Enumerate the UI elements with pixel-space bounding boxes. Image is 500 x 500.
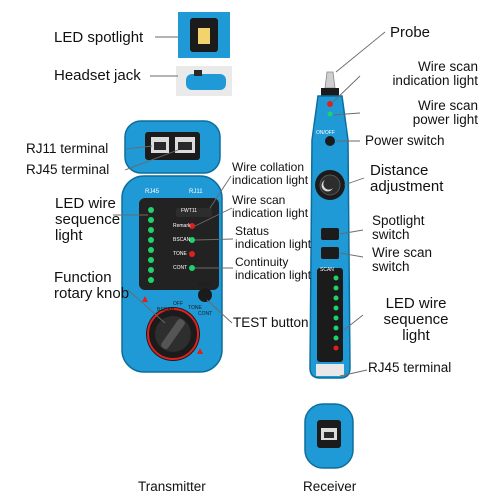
transmitter-test-print: TEST bbox=[198, 282, 211, 288]
receiver-body bbox=[309, 95, 351, 379]
callout-line: Wire scan bbox=[417, 98, 478, 113]
callout-line: indication light bbox=[392, 73, 478, 89]
callout-led-wire-sequence-light-right: LED wire sequence light bbox=[366, 296, 466, 343]
callout-line: rotary knob bbox=[54, 284, 130, 302]
test-button-graphic bbox=[198, 288, 212, 302]
knob-bscan-print: BSCAN bbox=[157, 307, 175, 313]
callout-line: Status bbox=[235, 224, 270, 238]
callout-wire-scan-indication-light-left: Wire scan indication light bbox=[232, 194, 308, 219]
callout-power-switch: Power switch bbox=[365, 133, 445, 148]
led-spotlight-inset bbox=[178, 12, 230, 58]
callout-line: indication light bbox=[232, 172, 309, 187]
callout-line: Continuity bbox=[235, 255, 289, 269]
knob-off-print: OFF bbox=[173, 301, 183, 307]
callout-rj45-terminal-right: RJ45 terminal bbox=[368, 360, 452, 375]
callout-line: Wire scan bbox=[417, 59, 478, 74]
callout-headset-jack: Headset jack bbox=[54, 67, 141, 84]
callout-spotlight-switch: Spotlight switch bbox=[372, 213, 425, 243]
callout-line: light bbox=[55, 226, 83, 244]
callout-line: indication light bbox=[235, 236, 312, 251]
callout-line: Wire scan bbox=[232, 193, 286, 207]
callout-line: LED wire bbox=[55, 195, 116, 212]
knob-cont-print: CONT bbox=[198, 311, 213, 317]
receiver-led-column bbox=[333, 275, 339, 351]
callout-line: sequence bbox=[383, 310, 449, 328]
receiver-scan-print: SCAN bbox=[320, 267, 334, 273]
callout-line: Wire collation bbox=[232, 160, 305, 174]
callout-function-rotary-knob: Function rotary knob bbox=[54, 270, 129, 302]
callout-wire-collation-indication-light: Wire collation indication light bbox=[232, 161, 308, 186]
caption-receiver: Receiver bbox=[303, 479, 357, 494]
callout-wire-scan-power-light: Wire scan power light bbox=[360, 98, 478, 128]
callout-status-indication-light: Status indication light bbox=[235, 225, 311, 250]
callout-line: indication light bbox=[232, 205, 309, 220]
callout-rj45-terminal-left: RJ45 terminal bbox=[26, 162, 110, 177]
transmitter-rj45-print: RJ45 bbox=[145, 189, 160, 195]
callout-probe: Probe bbox=[390, 24, 431, 41]
callout-line: sequence bbox=[55, 210, 121, 228]
transmitter-led-column bbox=[148, 207, 154, 283]
callout-line: light bbox=[402, 326, 430, 344]
receiver-bottom-view bbox=[304, 403, 354, 469]
headset-jack-inset bbox=[176, 66, 232, 96]
callout-line: Wire scan bbox=[372, 245, 433, 260]
callout-line: Distance bbox=[370, 162, 429, 179]
transmitter-model-print: FWT11 bbox=[181, 208, 198, 214]
callout-distance-adjustment: Distance adjustment bbox=[370, 163, 443, 195]
transmitter-remark-print: Remark bbox=[173, 223, 191, 229]
callout-continuity-indication-light: Continuity indication light bbox=[235, 256, 311, 281]
callout-rj11-terminal: RJ11 terminal bbox=[26, 141, 109, 156]
caption-transmitter: Transmitter bbox=[138, 479, 206, 494]
callout-line: indication light bbox=[235, 267, 312, 282]
callout-line: Spotlight bbox=[372, 213, 425, 228]
transmitter-bscan-print: BSCAN bbox=[173, 237, 191, 243]
callout-led-wire-sequence-light-left: LED wire sequence light bbox=[55, 196, 120, 243]
receiver-on-off-print: ON/OFF bbox=[316, 130, 335, 136]
callout-line: switch bbox=[372, 227, 410, 243]
callout-line: power light bbox=[412, 112, 478, 128]
knob-tone-print: TONE bbox=[188, 305, 202, 311]
transmitter-tone-print: TONE bbox=[173, 251, 187, 257]
callout-line: switch bbox=[372, 259, 410, 275]
callout-wire-scan-switch: Wire scan switch bbox=[372, 245, 433, 275]
transmitter-rj11-print: RJ11 bbox=[189, 189, 203, 195]
callout-line: adjustment bbox=[370, 177, 444, 195]
callout-led-spotlight: LED spotlight bbox=[54, 29, 144, 46]
callout-test-button: TEST button bbox=[233, 315, 309, 330]
callout-wire-scan-indication-light-right: Wire scan indication light bbox=[360, 59, 478, 89]
transmitter-cont-print: CONT bbox=[173, 265, 188, 271]
callout-line: LED wire bbox=[385, 295, 447, 312]
callout-line: Function bbox=[54, 269, 112, 286]
